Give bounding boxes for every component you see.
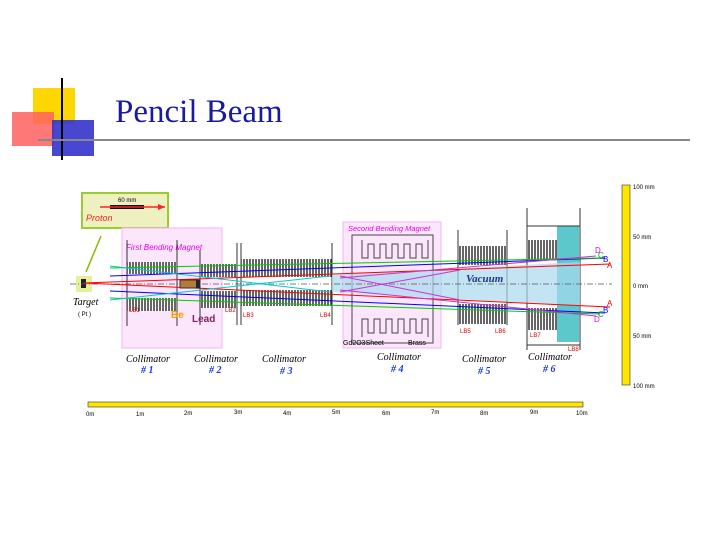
svg-text:100 mm: 100 mm [633, 384, 655, 390]
svg-text:# 4: # 4 [390, 364, 404, 375]
svg-text:2m: 2m [184, 411, 192, 417]
svg-text:0m: 0m [86, 412, 94, 418]
svg-text:Collimator: Collimator [262, 354, 306, 365]
svg-text:# 1: # 1 [140, 365, 154, 376]
lb-label: LB6 [495, 329, 506, 335]
svg-text:Collimator: Collimator [377, 352, 421, 363]
ray-label-c: C [598, 310, 604, 319]
svg-text:# 5: # 5 [477, 366, 491, 377]
horizontal-scale: 0m 1m 2m 3m 4m 5m 6m 7m 8m 9m 10m [86, 401, 588, 418]
ray-label-b: B [603, 306, 608, 315]
first-magnet-label: First Bending Magnet [126, 243, 203, 252]
inset-dimension: 60 mm [118, 198, 136, 204]
collimator-labels: Collimator# 1 Collimator# 2 Collimator# … [126, 352, 572, 377]
svg-text:Collimator: Collimator [528, 352, 572, 363]
svg-text:Collimator: Collimator [462, 354, 506, 365]
lead-label: Lead [192, 314, 215, 325]
svg-text:4m: 4m [283, 411, 291, 417]
target-label: Target [73, 297, 99, 308]
vertical-scale: 100 mm 50 mm 0 mm 50 mm 100 mm [621, 184, 655, 390]
ray-label-b: B [603, 255, 608, 264]
svg-text:Collimator: Collimator [126, 354, 170, 365]
inset-proton-label: Proton [86, 213, 113, 223]
first-bending-magnet [121, 227, 223, 349]
lb-label: LB3 [243, 313, 254, 319]
ray-label-a: A [607, 299, 613, 308]
lb-label: LB1 [129, 308, 140, 314]
lb-label: LB8 [568, 347, 579, 353]
svg-text:50 mm: 50 mm [633, 235, 651, 241]
slide-title: Pencil Beam [115, 94, 283, 130]
svg-text:1m: 1m [136, 412, 144, 418]
ray-label-d: D [595, 246, 601, 255]
svg-text:6m: 6m [382, 411, 390, 417]
svg-text:# 6: # 6 [542, 364, 556, 375]
deco-blue-square [52, 120, 94, 156]
lb-label: LB4 [320, 313, 331, 319]
svg-text:10m: 10m [576, 411, 588, 417]
vacuum-label: Vacuum [466, 273, 504, 285]
brass-label: Brass [408, 340, 426, 347]
target-material: ( Pt ) [78, 312, 91, 318]
be-label: Be [171, 310, 184, 321]
svg-text:3m: 3m [234, 410, 242, 416]
svg-text:0 mm: 0 mm [633, 284, 648, 290]
beam-rays [83, 255, 611, 317]
svg-text:100 mm: 100 mm [633, 185, 655, 191]
svg-text:# 2: # 2 [208, 365, 222, 376]
lb-label: LB5 [460, 329, 471, 335]
svg-text:Collimator: Collimator [194, 354, 238, 365]
ray-label-c: C [598, 251, 604, 260]
gd-sheet-label: Gd2O3Sheet [343, 340, 384, 347]
ray-label-a: A [607, 261, 613, 270]
svg-text:5m: 5m [332, 410, 340, 416]
svg-text:7m: 7m [431, 410, 439, 416]
svg-text:# 3: # 3 [279, 366, 293, 377]
svg-text:9m: 9m [530, 410, 538, 416]
ray-label-d: D [594, 315, 600, 324]
second-magnet-label: Second Bending Magnet [348, 224, 431, 233]
lb-label: LB2 [225, 308, 236, 314]
lb-label: LB7 [530, 333, 541, 339]
svg-text:8m: 8m [480, 411, 488, 417]
svg-text:50 mm: 50 mm [633, 334, 651, 340]
